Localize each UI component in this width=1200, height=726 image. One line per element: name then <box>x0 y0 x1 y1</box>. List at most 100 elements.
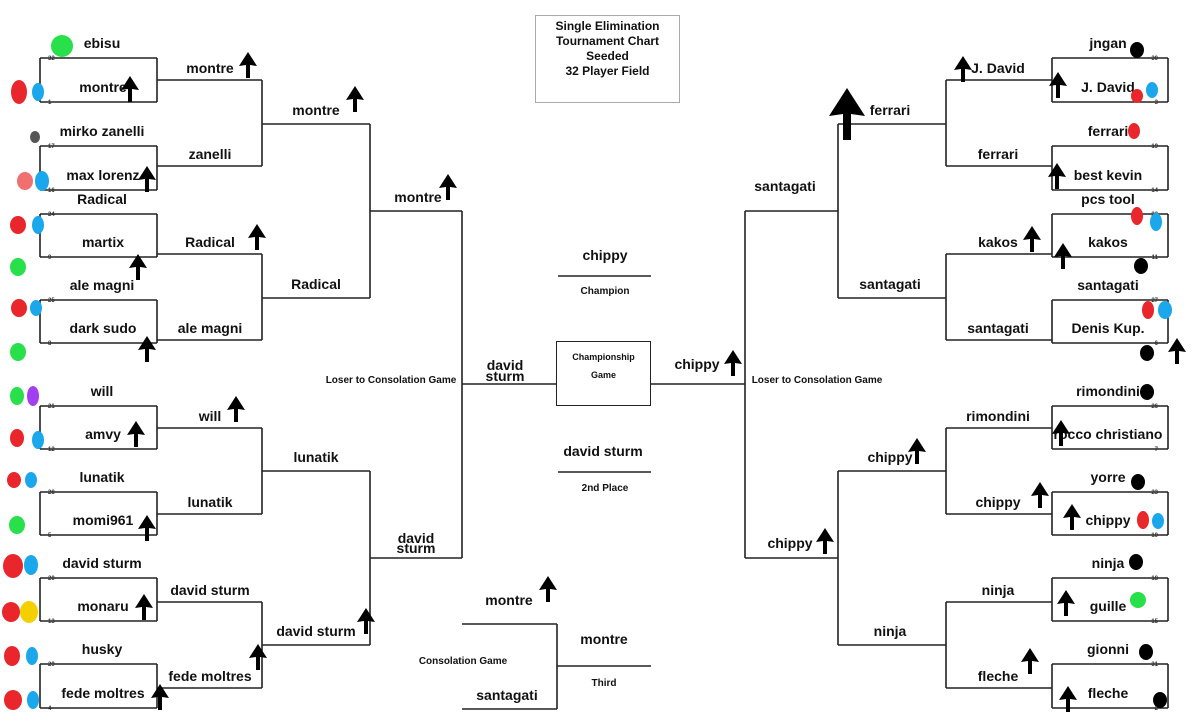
seed-number: 20 <box>48 576 55 582</box>
consolation-bottom-name: santagati <box>476 687 537 703</box>
red-marker <box>1137 511 1149 529</box>
blue-marker <box>32 431 44 449</box>
blue-marker <box>1152 513 1164 529</box>
player-name: mirko zanelli <box>60 123 145 139</box>
player-name-right: ninja <box>1092 555 1125 571</box>
tree-doodle-icon <box>908 438 926 464</box>
round2-name-right: rimondini <box>966 408 1030 424</box>
player-name-right: santagati <box>1077 277 1138 293</box>
blue-marker <box>24 555 38 575</box>
seed-number: 28 <box>48 490 55 496</box>
black-marker <box>1129 554 1143 570</box>
black-marker <box>1134 258 1148 274</box>
consolation-label: Consolation Game <box>419 656 508 667</box>
round3-name: david sturm <box>276 623 355 639</box>
chart-title-box: Single Elimination Tournament Chart Seed… <box>535 15 680 103</box>
red-marker <box>10 216 26 234</box>
tree-doodle-icon <box>346 86 364 112</box>
tree-doodle-icon <box>138 166 156 192</box>
seed-number: 7 <box>1155 447 1159 453</box>
champion-label: Champion <box>581 286 630 297</box>
player-name: momi961 <box>73 512 134 528</box>
player-name: Radical <box>77 191 127 207</box>
tree-doodle-icon <box>829 88 865 140</box>
black-marker <box>1131 474 1145 490</box>
title-line-2: Tournament Chart <box>555 34 660 48</box>
left-finalist-name: david <box>487 357 524 373</box>
round2-name-right: J. David <box>971 60 1025 76</box>
player-name-right: kakos <box>1088 234 1128 250</box>
blue-marker <box>35 171 49 191</box>
red-marker <box>4 690 22 710</box>
round3-name: montre <box>292 102 340 118</box>
tree-doodle-icon <box>248 224 266 250</box>
tree-doodle-icon <box>239 52 257 78</box>
player-name-right: chippy <box>1085 512 1130 528</box>
player-name: lunatik <box>79 469 124 485</box>
green-marker <box>9 516 25 534</box>
player-name-right: pcs tool <box>1081 191 1135 207</box>
second-place-name: david sturm <box>563 443 642 459</box>
round2-name-right: santagati <box>967 320 1028 336</box>
blue-marker <box>25 472 37 488</box>
tree-doodle-icon <box>1021 648 1039 674</box>
player-name: dark sudo <box>70 320 137 336</box>
player-name: ale magni <box>70 277 135 293</box>
seed-number: 3 <box>1155 100 1159 106</box>
seed-number: 30 <box>1151 56 1158 62</box>
seed-number: 31 <box>1151 662 1158 668</box>
player-name-right: Denis Kup. <box>1071 320 1144 336</box>
red-marker <box>11 299 27 317</box>
round4-name: sturm <box>397 540 436 556</box>
blue-marker <box>32 83 44 101</box>
third-label: Third <box>592 678 617 689</box>
round2-name-right: ninja <box>982 582 1015 598</box>
champion-name: chippy <box>582 247 627 263</box>
player-name: amvy <box>85 426 121 442</box>
tree-doodle-icon <box>227 396 245 422</box>
round2-name: david sturm <box>170 582 249 598</box>
salmon-marker <box>17 172 33 190</box>
black-marker <box>1153 692 1167 708</box>
round2-name: montre <box>186 60 234 76</box>
player-name-right: fleche <box>1088 685 1129 701</box>
red-marker <box>7 472 21 488</box>
yellow-marker <box>20 601 38 623</box>
tree-doodle-icon <box>1031 482 1049 508</box>
loser-label: Loser to Consolation Game <box>326 375 457 386</box>
title-line-3: Seeded <box>586 49 629 63</box>
blue-marker <box>26 647 38 665</box>
green-marker <box>10 343 26 361</box>
player-name: will <box>90 383 114 399</box>
seed-number: 4 <box>48 706 52 712</box>
player-name-right: J. David <box>1081 79 1135 95</box>
tree-doodle-icon <box>138 336 156 362</box>
round3-name-right: ferrari <box>870 102 910 118</box>
round2-name-right: chippy <box>975 494 1020 510</box>
tree-doodle-icon <box>138 515 156 541</box>
game-label: Game <box>590 370 616 380</box>
seed-number: 8 <box>48 341 52 347</box>
player-name-right: guille <box>1090 598 1127 614</box>
red-marker <box>11 80 27 104</box>
seed-number: 17 <box>48 144 55 150</box>
player-name: david sturm <box>62 555 141 571</box>
tree-doodle-icon <box>816 528 834 554</box>
round3-name-right: santagati <box>859 276 920 292</box>
tree-doodle-icon <box>1023 226 1041 252</box>
black-marker <box>1140 384 1154 400</box>
seed-number: 9 <box>48 255 52 261</box>
player-name: monaru <box>77 598 128 614</box>
round2-name: lunatik <box>187 494 232 510</box>
seed-number: 12 <box>48 447 55 453</box>
tree-doodle-icon <box>724 350 742 376</box>
purple-marker <box>27 386 39 406</box>
third-place-name: montre <box>580 631 628 647</box>
blue-marker <box>1146 82 1158 98</box>
player-name: fede moltres <box>61 685 144 701</box>
tree-doodle-icon <box>1059 686 1077 712</box>
tree-doodle-icon <box>1063 504 1081 530</box>
tree-doodle-icon <box>129 254 147 280</box>
tree-doodle-icon <box>1057 590 1075 616</box>
black-marker <box>1139 644 1153 660</box>
